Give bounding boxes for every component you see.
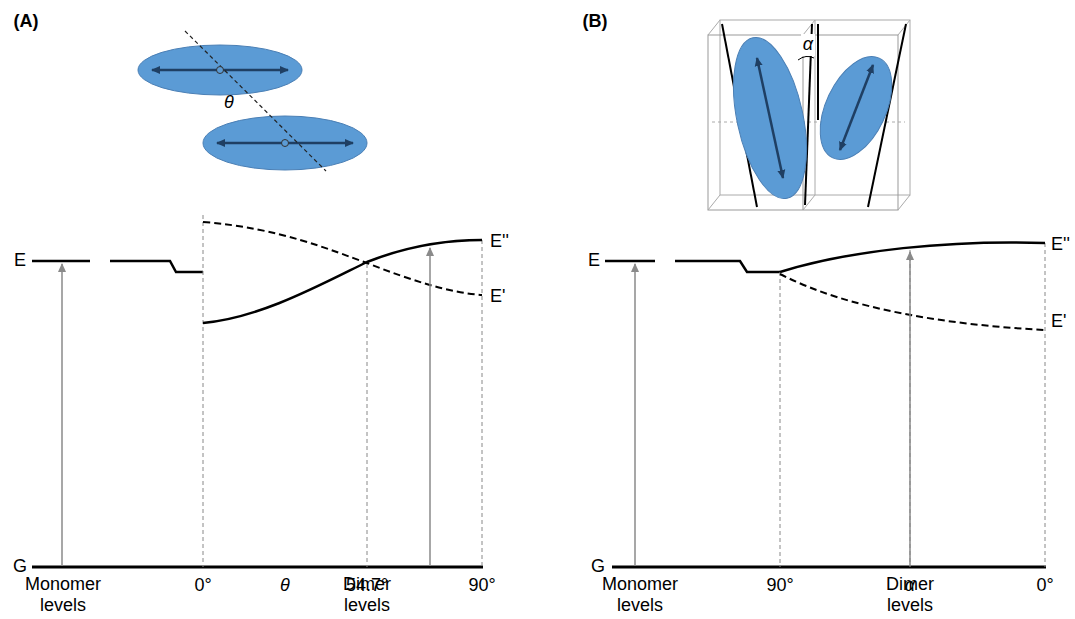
axis-symbol: θ — [280, 575, 290, 597]
level-name: E'' — [1051, 234, 1070, 256]
angle-symbol: α — [801, 34, 815, 56]
axis-value: 0° — [1036, 575, 1053, 597]
axis-value: 0° — [194, 575, 211, 597]
level-diagram-a — [32, 215, 483, 567]
dimer-illustration-b — [708, 20, 910, 210]
level-name: E' — [490, 286, 505, 308]
column-caption: Monomer levels — [18, 574, 108, 617]
axis-value: 90° — [766, 575, 793, 597]
level-name: E'' — [490, 231, 509, 253]
level-name: E — [14, 250, 26, 272]
angle-symbol: θ — [224, 92, 234, 114]
level-name: E' — [1051, 311, 1066, 333]
column-caption: Dimer levels — [865, 574, 955, 617]
panel-letter: (B) — [583, 11, 608, 33]
axis-value: 90° — [468, 575, 495, 597]
level-name: E — [588, 250, 600, 272]
column-caption: Dimer levels — [322, 574, 412, 617]
level-name: G — [13, 556, 27, 578]
column-caption: Monomer levels — [595, 574, 685, 617]
level-diagram-b — [605, 242, 1046, 567]
dimer-illustration-a — [138, 31, 367, 171]
panel-letter: (A) — [14, 11, 39, 33]
